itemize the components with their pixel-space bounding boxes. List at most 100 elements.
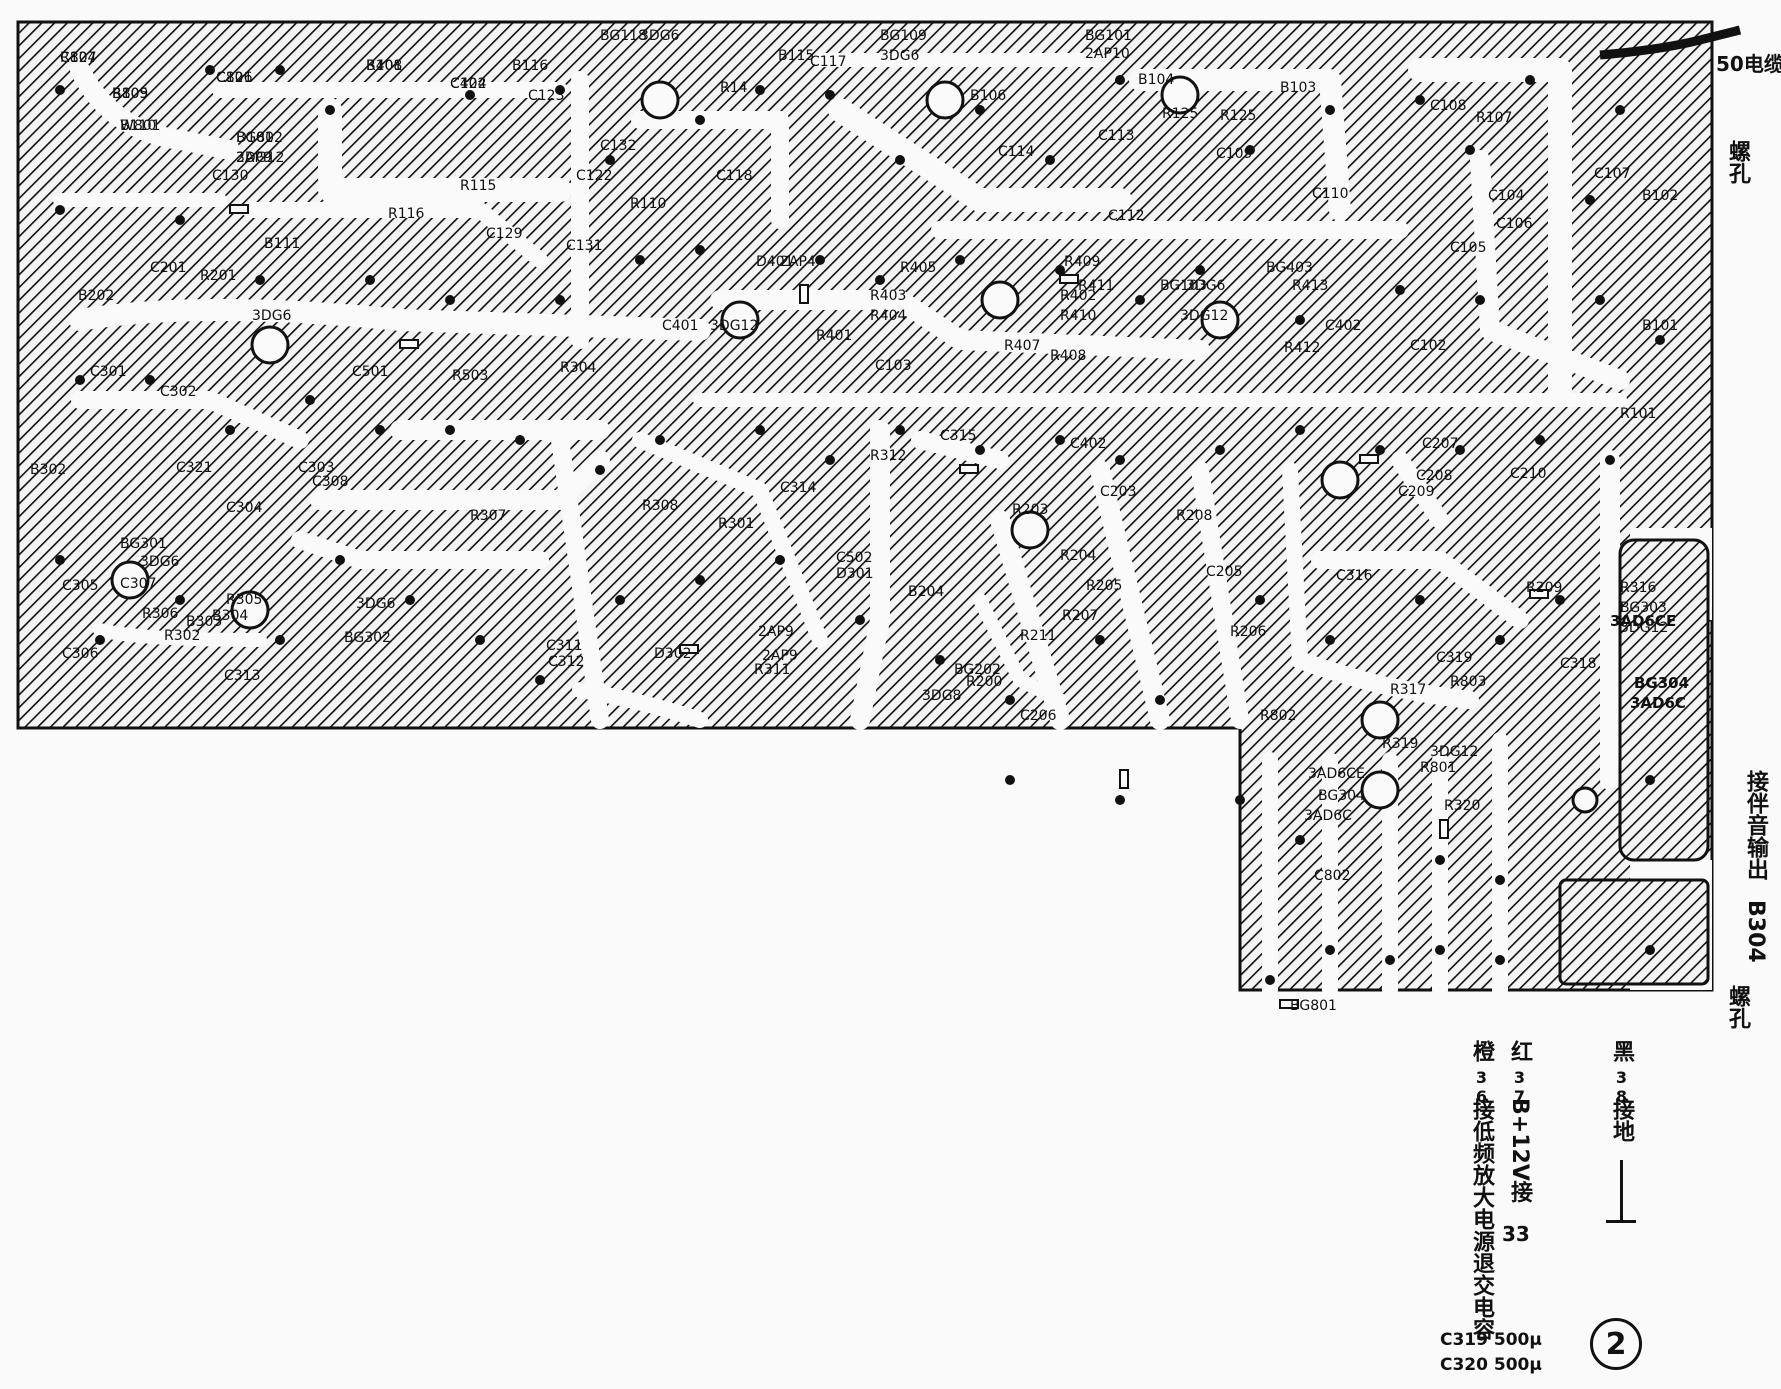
component-label: C203 — [1100, 484, 1137, 500]
component-label: 2AP9 — [762, 648, 798, 664]
component-label: C107 — [1594, 166, 1631, 182]
component-label: B106 — [970, 88, 1006, 104]
component-label: R304 — [560, 360, 597, 376]
component-label: C205 — [1206, 564, 1243, 580]
component-label: C401 — [662, 318, 699, 334]
component-label: C108 — [1430, 98, 1467, 114]
component-label: R319 — [1382, 736, 1418, 752]
label-bg304: BG304 — [1634, 674, 1690, 692]
trace-channels — [53, 53, 1630, 998]
component-label: BG202 — [954, 662, 1001, 678]
component-label: C103 — [875, 358, 912, 374]
ground-bar — [1606, 1220, 1636, 1223]
component-label: C316 — [1336, 568, 1373, 584]
component-label: D401 — [756, 254, 794, 270]
component-label: BG801 — [1290, 998, 1337, 1014]
component-label: R308 — [642, 498, 678, 514]
component-label: B116 — [512, 58, 548, 74]
component-label: 3DG12 — [1430, 744, 1478, 760]
component-label: R204 — [1060, 548, 1097, 564]
component-label: C206 — [1020, 708, 1057, 724]
component-label: B102 — [1642, 188, 1678, 204]
component-label: C118 — [716, 168, 753, 184]
component-label: R209 — [1526, 580, 1562, 596]
component-label: R405 — [900, 260, 936, 276]
annotation-screw-hole-bottom: 螺孔 — [1725, 985, 1750, 1029]
component-label: C321 — [176, 460, 213, 476]
component-label: BG103 — [1160, 278, 1207, 294]
component-label: C127 — [60, 50, 97, 66]
component-label: B204 — [908, 584, 944, 600]
component-label: C131 — [566, 238, 603, 254]
component-label: C201 — [150, 260, 187, 276]
component-label: C122 — [576, 168, 613, 184]
component-label: C208 — [1416, 468, 1453, 484]
component-label: R301 — [718, 516, 754, 532]
component-label: B115 — [778, 48, 814, 64]
component-label: B304 — [212, 608, 248, 624]
component-label: R413 — [1292, 278, 1328, 294]
label-3ad6c: 3AD6C — [1630, 694, 1686, 712]
component-label: C307 — [120, 576, 157, 592]
component-label: R305 — [226, 592, 262, 608]
component-label: R803 — [1450, 674, 1486, 690]
component-label: R503 — [452, 368, 488, 384]
component-label: BG403 — [1266, 260, 1313, 276]
component-label: C126 — [216, 70, 253, 86]
component-label: R307 — [470, 508, 506, 524]
component-label: B202 — [78, 288, 114, 304]
figure-number: 2 — [1590, 1318, 1642, 1370]
component-label: C130 — [212, 168, 249, 184]
component-label: C109 — [1216, 146, 1253, 162]
component-label: R410 — [1060, 308, 1096, 324]
component-label: R116 — [388, 206, 425, 222]
annotation-b304: B304 — [1743, 900, 1768, 963]
component-label: 3DG12 — [1620, 620, 1668, 636]
component-label: C124 — [450, 76, 487, 92]
note-black-desc: 接地 — [1609, 1098, 1634, 1142]
component-label: 3AD6CE — [1308, 766, 1365, 782]
note-black-pin: 38 — [1612, 1068, 1631, 1106]
component-label: R302 — [164, 628, 200, 644]
cap-note-c320: C320 500μ — [1440, 1355, 1542, 1375]
component-label: R401 — [366, 58, 402, 74]
component-label: B111 — [264, 236, 300, 252]
component-label: C114 — [998, 144, 1035, 160]
component-label: R208 — [1176, 508, 1212, 524]
note-red-ref: 33 — [1502, 1222, 1530, 1246]
component-label: C302 — [160, 384, 197, 400]
component-label: C801 — [216, 70, 253, 86]
component-label: BG118 — [600, 28, 647, 44]
component-label: R801 — [1420, 760, 1456, 776]
component-label: R211 — [1020, 628, 1056, 644]
component-label: C123 — [528, 88, 565, 104]
component-label: 3DG6 — [356, 596, 396, 612]
component-label: C314 — [780, 480, 817, 496]
component-label: R205 — [1086, 578, 1122, 594]
component-label: R311 — [754, 662, 790, 678]
component-label: C105 — [1450, 240, 1487, 256]
component-label: BG303 — [1620, 600, 1667, 616]
large-pad-bg304 — [1618, 538, 1710, 862]
component-label: R401 — [816, 328, 852, 344]
component-label: C802 — [1314, 868, 1351, 884]
note-red-color: 红 — [1507, 1040, 1532, 1062]
component-label: R201 — [200, 268, 236, 284]
component-label: 3DG6 — [880, 48, 920, 64]
component-label: R115 — [460, 178, 496, 194]
component-label: C102 — [1410, 338, 1447, 354]
component-label: 2AP10 — [1085, 46, 1130, 62]
component-label: R317 — [1390, 682, 1426, 698]
component-label: BG109 — [880, 28, 927, 44]
component-label: C117 — [810, 54, 847, 70]
component-label: R412 — [1284, 340, 1320, 356]
component-label: C110 — [1312, 186, 1349, 202]
component-label: 3DG12 — [236, 150, 284, 166]
label-3ad6ce: 3AD6CE — [1610, 612, 1677, 630]
component-label: R804 — [60, 50, 97, 66]
component-labels: C127B109C126B110D1012AP9B108C124B116C123… — [30, 28, 1678, 1014]
component-label: C210 — [1510, 466, 1547, 482]
passive-bodies — [229, 204, 1549, 1009]
component-label: B109 — [112, 86, 148, 102]
